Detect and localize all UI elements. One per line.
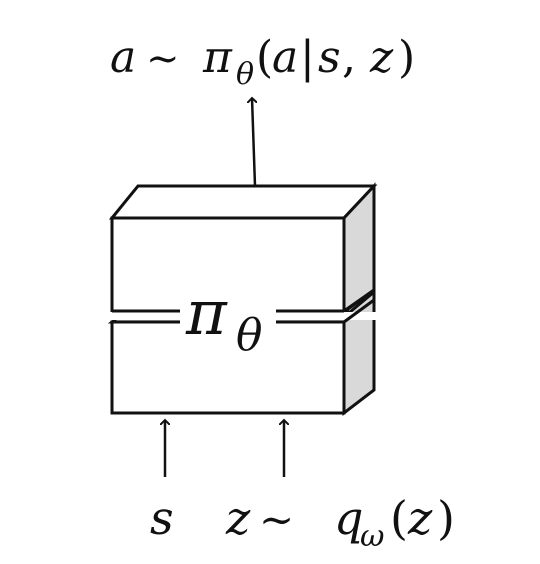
output-tilde: ∼ [146,36,180,82]
input-tilde: ∼ [259,495,294,544]
input-q: q [334,491,363,545]
block-label-theta-subscript: θ [236,310,263,361]
input-omega-subscript: ω [360,519,384,554]
input-z: z [225,491,251,545]
input-state-label: s [150,491,174,545]
output-theta-subscript: θ [236,57,254,92]
input-close-paren: ) [437,491,455,545]
input-s: s [150,491,174,545]
output-action-label: a ∼ π θ ( a | s , z ) [110,32,415,92]
block-label: π θ [185,276,263,361]
output-bar: | [300,32,315,83]
output-s: s [318,32,341,83]
output-pi: π [202,32,233,83]
block-label-pi: π [185,276,228,349]
gap-side-lower-edge [343,298,375,324]
output-z: z [369,32,394,83]
upper-top-face [108,184,378,220]
input-open-paren: ( [390,491,408,545]
output-arg-a: a [272,32,298,83]
output-a: a [110,32,136,83]
input-latent-label: z ∼ q ω ( z ) [225,491,455,554]
output-arrow [252,98,255,187]
policy-block-upper [108,182,378,315]
input-arg-z: z [407,491,433,545]
output-close-paren: ) [398,32,415,83]
output-open-paren: ( [256,32,273,83]
gap-side-upper-edge [343,288,375,313]
block-label-background [180,285,276,347]
output-comma: , [342,32,356,83]
